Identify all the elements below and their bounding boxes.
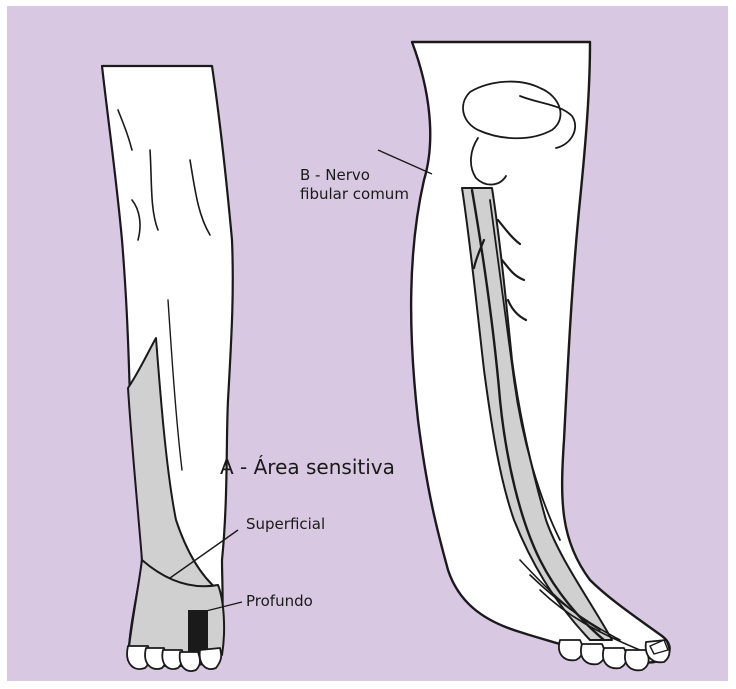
- leg-diagram: A - Área sensitiva Superficial Profundo …: [7, 6, 728, 681]
- lateral-toe-3: [603, 648, 627, 668]
- superficial-label: Superficial: [246, 515, 325, 533]
- toe-4: [180, 652, 200, 671]
- nerve-label-line1: B - Nervo: [300, 166, 370, 184]
- nerve-label-line2: fibular comum: [300, 185, 409, 203]
- toe-5: [200, 648, 222, 669]
- lateral-toe-4: [625, 650, 649, 670]
- lateral-toe-2: [581, 644, 605, 664]
- illustration-frame: A - Área sensitiva Superficial Profundo …: [7, 6, 728, 681]
- lateral-toe-1: [559, 640, 583, 660]
- profundo-label: Profundo: [246, 592, 313, 610]
- area-title-label: A - Área sensitiva: [220, 455, 395, 479]
